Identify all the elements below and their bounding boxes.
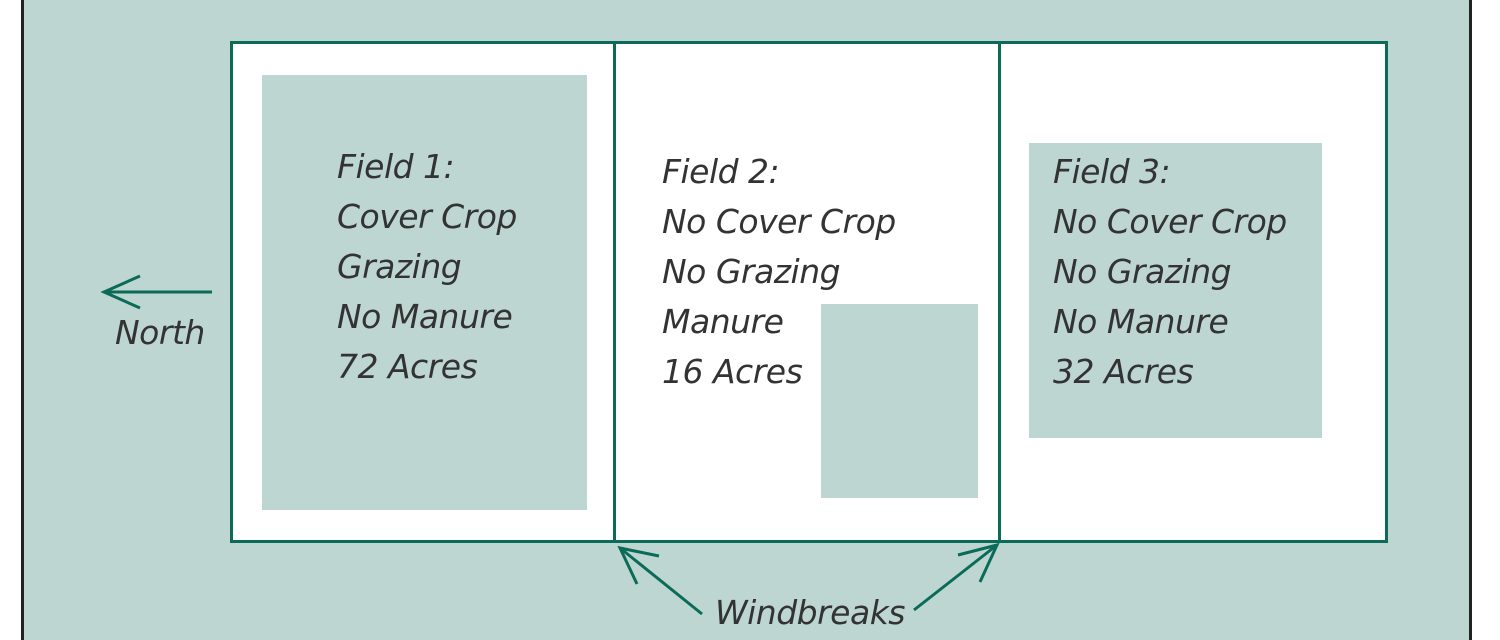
north-label: North (115, 313, 205, 352)
field-acres: 72 Acres (337, 347, 478, 386)
field-manure: No Manure (337, 297, 513, 336)
field-title: Field 2: (662, 152, 780, 191)
field-cover-crop: No Cover Crop (1053, 202, 1287, 241)
field-grazing: No Grazing (1053, 252, 1232, 291)
field-1-label: Field 1: Cover Crop Grazing No Manure 72… (337, 142, 517, 392)
field-manure: No Manure (1053, 302, 1229, 341)
field-acres: 32 Acres (1053, 352, 1194, 391)
windbreak-arrow-right-icon (913, 542, 1000, 612)
field-cover-crop: Cover Crop (337, 197, 517, 236)
north-arrow-icon (100, 274, 212, 310)
field-grazing: No Grazing (662, 252, 841, 291)
field-acres: 16 Acres (662, 352, 803, 391)
windbreak-2 (998, 41, 1001, 540)
field-title: Field 3: (1053, 152, 1171, 191)
field-grazing: Grazing (337, 247, 462, 286)
field-cover-crop: No Cover Crop (662, 202, 896, 241)
windbreak-arrow-left-icon (617, 545, 703, 616)
field-2-label: Field 2: No Cover Crop No Grazing Manure… (662, 147, 896, 397)
field-3-patch (1029, 143, 1322, 438)
field-title: Field 1: (337, 147, 455, 186)
field-1-cover-area (262, 75, 587, 510)
field-3-label: Field 3: No Cover Crop No Grazing No Man… (1053, 147, 1287, 397)
field-2-patch (821, 304, 978, 498)
windbreak-1 (613, 41, 616, 540)
windbreaks-label: Windbreaks (715, 593, 906, 632)
field-manure: Manure (662, 302, 784, 341)
